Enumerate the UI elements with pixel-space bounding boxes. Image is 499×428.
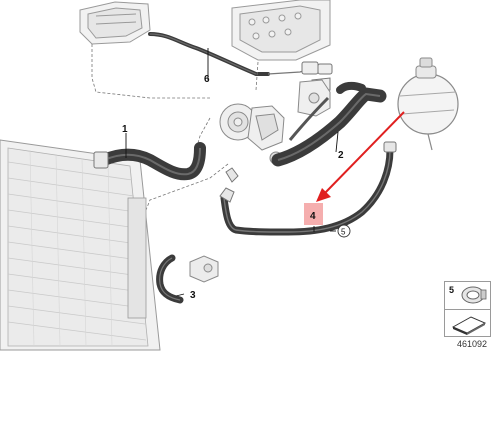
engine-component-icon: [79, 1, 151, 45]
water-pump-icon: [219, 103, 285, 165]
expansion-tank-icon: [397, 57, 459, 151]
callout-circle: [337, 224, 351, 238]
legend-part-number: 5: [449, 285, 455, 295]
pointer-arrow: [316, 111, 405, 202]
hose-2: [271, 81, 387, 167]
legend-divider: [445, 309, 490, 310]
hose-4: [219, 141, 397, 236]
hose-3: [156, 254, 219, 304]
part-label-3: 3: [190, 290, 196, 301]
fastener-icon: [451, 316, 487, 335]
figure-id: 461092: [457, 339, 488, 349]
label-leaders: [125, 48, 339, 297]
legend-box: 5: [444, 281, 491, 337]
callout-label-5: 5: [341, 228, 346, 237]
thermostat-icon: [297, 79, 331, 117]
part-label-6: 6: [204, 74, 210, 85]
part-label-2: 2: [338, 150, 344, 161]
part-label-4: 4: [310, 211, 316, 222]
highlight-box: [304, 203, 323, 225]
engine-block-icon: [231, 0, 331, 61]
clamp-icon: [461, 286, 487, 304]
radiator-icon: [0, 139, 161, 351]
part-label-1: 1: [122, 124, 128, 135]
